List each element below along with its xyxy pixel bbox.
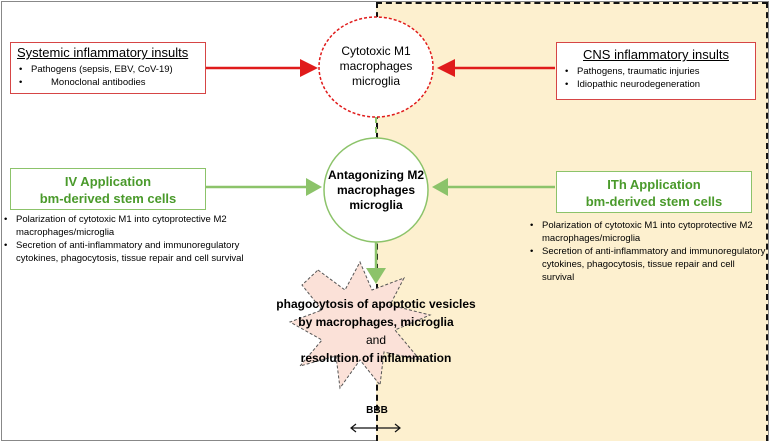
- iv-title-2: bm-derived stem cells: [39, 191, 177, 206]
- iv-item: Polarization of cytotoxic M1 into cytopr…: [2, 213, 252, 239]
- iv-title-1: IV Application: [64, 174, 152, 189]
- iv-item: Secretion of anti-inflammatory and immun…: [2, 239, 252, 265]
- ith-arrow-head: [432, 178, 448, 196]
- m2-label: Antagonizing M2 macrophages microglia: [318, 168, 434, 213]
- m2-line3: microglia: [349, 198, 403, 212]
- m1-label: Cytotoxic M1 macrophages microglia: [324, 44, 428, 89]
- outcome-line2: by macrophages, microglia: [298, 315, 454, 329]
- bbb-arrow-right: [394, 423, 401, 433]
- m1-line2: macrophages: [339, 59, 413, 73]
- m1-line3: microglia: [351, 74, 400, 88]
- ith-title-2: bm-derived stem cells: [585, 194, 723, 209]
- bbb-label: BBB: [366, 405, 388, 416]
- iv-bullets: Polarization of cytotoxic M1 into cytopr…: [2, 213, 252, 265]
- cns-insults-title: CNS inflammatory insults: [583, 47, 729, 62]
- m2-line1: Antagonizing M2: [328, 168, 424, 182]
- systemic-item: Pathogens (sepsis, EBV, CoV-19): [17, 63, 199, 76]
- systemic-arrow-head: [300, 59, 318, 77]
- outcome-text: phagocytosis of apoptotic vesicles by ma…: [266, 295, 486, 367]
- iv-arrow-head: [306, 178, 322, 196]
- ith-item: Secretion of anti-inflammatory and immun…: [528, 245, 766, 284]
- systemic-insults-title: Systemic inflammatory insults: [17, 45, 189, 60]
- outcome-line3: and: [365, 333, 387, 347]
- bbb-arrow-left: [350, 423, 357, 433]
- m1-line1: Cytotoxic M1: [341, 44, 411, 58]
- systemic-insults-box: Systemic inflammatory insults Pathogens …: [10, 42, 206, 94]
- cns-item: Idiopathic neurodegeneration: [563, 78, 749, 91]
- ith-title-1: ITh Application: [607, 177, 701, 192]
- outcome-arrow-head: [366, 268, 386, 284]
- systemic-item: Monoclonal antibodies: [17, 76, 199, 89]
- ith-bullets: Polarization of cytotoxic M1 into cytopr…: [528, 219, 766, 284]
- cns-item: Pathogens, traumatic injuries: [563, 65, 749, 78]
- outcome-line1: phagocytosis of apoptotic vesicles: [276, 297, 476, 311]
- ith-application-box: ITh Application bm-derived stem cells: [556, 171, 752, 213]
- outcome-line4: resolution of inflammation: [300, 351, 452, 365]
- cns-arrow-head: [437, 59, 455, 77]
- iv-application-box: IV Application bm-derived stem cells: [10, 168, 206, 210]
- m2-line2: macrophages: [336, 183, 416, 197]
- cns-insults-box: CNS inflammatory insults Pathogens, trau…: [556, 42, 756, 100]
- outcome-burst: [288, 260, 432, 390]
- ith-item: Polarization of cytotoxic M1 into cytopr…: [528, 219, 766, 245]
- m1-circle: [318, 16, 434, 118]
